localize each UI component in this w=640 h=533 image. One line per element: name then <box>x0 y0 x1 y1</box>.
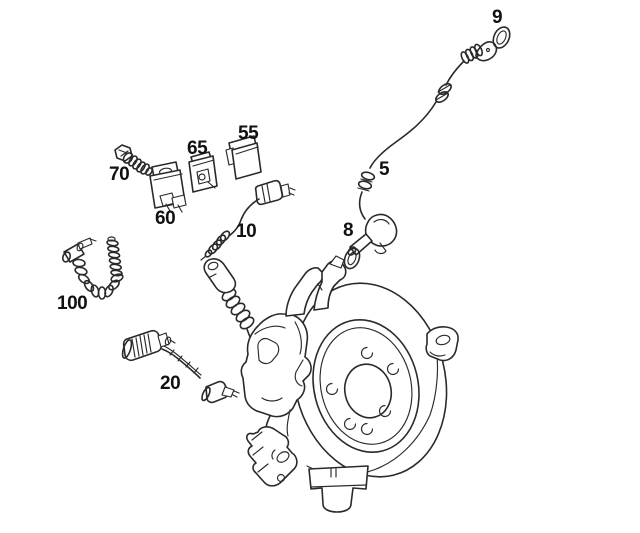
bolt-70 <box>114 144 153 176</box>
part-label-5: 5 <box>379 159 390 180</box>
bracket-60 <box>149 161 187 213</box>
part-label-55: 55 <box>238 123 259 144</box>
o-ring-8 <box>343 247 361 270</box>
part-label-10: 10 <box>236 221 257 242</box>
part-label-65: 65 <box>187 138 208 159</box>
part-label-9: 9 <box>492 7 503 28</box>
part-label-60: 60 <box>155 208 176 229</box>
clip-65 <box>188 151 218 193</box>
bracket-55 <box>225 135 262 180</box>
sensor-10 <box>200 179 296 261</box>
brake-caliper <box>240 255 347 441</box>
brake-disc-assembly <box>292 282 459 513</box>
sensor-100 <box>61 236 124 300</box>
abs-speed-sensor-cable-5 <box>347 41 498 256</box>
part-label-20: 20 <box>160 373 181 394</box>
wear-sensor-20 <box>121 329 240 404</box>
part-label-70: 70 <box>109 164 130 185</box>
part-label-100: 100 <box>57 293 88 314</box>
highlight-dot-part-5 <box>397 161 415 179</box>
seal-ring-9 <box>492 26 511 49</box>
part-label-8: 8 <box>343 220 354 241</box>
caliper-carrier-bracket <box>246 426 298 487</box>
